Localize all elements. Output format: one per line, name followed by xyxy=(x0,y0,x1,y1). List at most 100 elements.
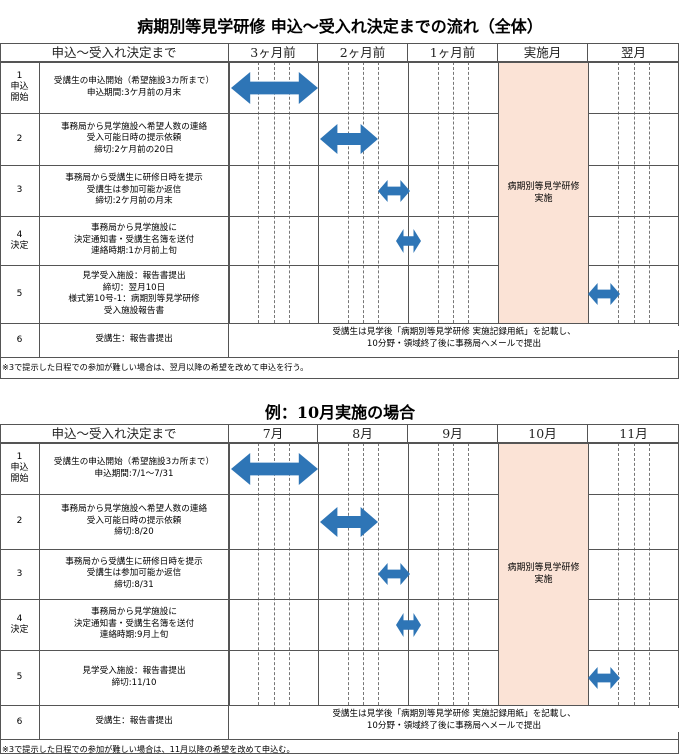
row-divider xyxy=(588,494,679,495)
row-divider xyxy=(0,705,679,706)
row-divider xyxy=(0,443,679,444)
step-number: 6 xyxy=(0,323,40,357)
row-divider xyxy=(0,216,499,217)
double-arrow-icon xyxy=(231,452,318,485)
header-month: 10月 xyxy=(498,424,588,443)
row-divider xyxy=(0,549,499,550)
row-divider xyxy=(0,323,679,324)
row-divider xyxy=(0,494,499,495)
week-divider xyxy=(634,62,635,323)
week-divider xyxy=(468,62,469,323)
header-flow-label: 申込～受入れ決定まで xyxy=(0,43,229,62)
week-divider xyxy=(468,443,469,705)
double-arrow-icon xyxy=(320,124,378,154)
double-arrow-icon xyxy=(396,612,421,637)
header-month: 1ヶ月前 xyxy=(408,43,498,62)
footnote: ※3で提示した日程での参加が難しい場合は、翌月以降の希望を改めて申込を行う。 xyxy=(2,362,309,372)
week-divider xyxy=(438,62,439,323)
table-bottom-line xyxy=(0,739,679,740)
month-divider xyxy=(229,443,230,705)
week-divider xyxy=(289,443,290,705)
row-divider xyxy=(0,113,499,114)
step-number: 3 xyxy=(0,165,40,216)
double-arrow-icon xyxy=(378,563,410,585)
step-description: 見学受入施設：報告書提出 締切:11/10 xyxy=(40,650,229,705)
row-divider xyxy=(588,113,679,114)
week-divider xyxy=(634,443,635,705)
week-divider xyxy=(363,443,364,705)
week-divider xyxy=(649,443,650,705)
header-month: 11月 xyxy=(588,424,679,443)
table-bottom-line xyxy=(0,357,679,358)
report-submission-note: 受講生は見学後「病期別等見学研修 実施記録用紙」を記載し、 10分野・領域終了後… xyxy=(229,326,679,350)
header-month: 9月 xyxy=(408,424,498,443)
header-month: 2ヶ月前 xyxy=(318,43,408,62)
step-description: 事務局から受講生に研修日時を提示 受講生は参加可能か返信 締切:2ケ月前の月末 xyxy=(40,165,229,216)
header-flow-label: 申込～受入れ決定まで xyxy=(0,424,229,443)
row-divider xyxy=(588,599,679,600)
step-number: 6 xyxy=(0,705,40,739)
implementation-month-band: 病期別等見学研修 実施 xyxy=(498,62,589,323)
step-number: 5 xyxy=(0,650,40,705)
week-divider xyxy=(258,62,259,323)
week-divider xyxy=(289,62,290,323)
implementation-month-band: 病期別等見学研修 実施 xyxy=(498,443,589,705)
step-description: 見学受入施設：報告書提出 締切：翌月10日 様式第10号-1：病期別等見学研修 … xyxy=(40,265,229,323)
header-month: 7月 xyxy=(229,424,318,443)
double-arrow-icon xyxy=(588,666,620,689)
step-number: 4 決定 xyxy=(0,216,40,265)
double-arrow-icon xyxy=(378,179,410,202)
report-submission-note: 受講生は見学後「病期別等見学研修 実施記録用紙」を記載し、 10分野・領域終了後… xyxy=(229,708,679,732)
step-number: 2 xyxy=(0,113,40,165)
step-description: 事務局から受講生に研修日時を提示 受講生は参加可能か返信 締切:8/31 xyxy=(40,549,229,599)
week-divider xyxy=(453,62,454,323)
header-month: 8月 xyxy=(318,424,408,443)
double-arrow-icon xyxy=(320,506,378,537)
row-divider xyxy=(588,549,679,550)
week-divider xyxy=(378,62,379,323)
step-number: 5 xyxy=(0,265,40,323)
week-divider xyxy=(274,62,275,323)
example-title: 例：10月実施の場合 xyxy=(264,403,416,422)
implementation-label: 病期別等見学研修 実施 xyxy=(507,563,580,585)
week-divider xyxy=(258,443,259,705)
double-arrow-icon xyxy=(231,71,318,104)
row-divider xyxy=(0,650,499,651)
month-divider xyxy=(588,62,589,323)
week-divider xyxy=(438,443,439,705)
month-divider xyxy=(498,443,499,705)
row-divider xyxy=(588,165,679,166)
step-number: 4 決定 xyxy=(0,599,40,650)
step-description: 受講生の申込開始（希望施設3カ所まで） 申込期間:7/1～7/31 xyxy=(40,443,229,494)
table-frame xyxy=(0,43,679,379)
step-description: 事務局から見学施設に 決定通知書・受講生名簿を送付 連絡時期:1か月前上旬 xyxy=(40,216,229,265)
step-description: 受講生の申込開始（希望施設3カ所まで） 申込期間:3ケ月前の月末 xyxy=(40,62,229,113)
month-divider xyxy=(318,443,319,705)
overall-flow-title: 病期別等見学研修 申込～受入れ決定までの流れ（全体） xyxy=(137,17,543,36)
header-month: 翌月 xyxy=(588,43,679,62)
implementation-label: 病期別等見学研修 実施 xyxy=(507,181,580,204)
week-divider xyxy=(453,443,454,705)
row-divider xyxy=(0,165,499,166)
step-description: 事務局から見学施設へ希望人数の連絡 受入可能日時の提示依頼 締切:2ケ月前の20… xyxy=(40,113,229,165)
row-divider xyxy=(0,62,679,63)
week-divider xyxy=(649,62,650,323)
month-divider xyxy=(318,62,319,323)
month-divider xyxy=(588,443,589,705)
step-number: 2 xyxy=(0,494,40,549)
step-description: 事務局から見学施設に 決定通知書・受講生名簿を送付 連絡時期:9月上旬 xyxy=(40,599,229,650)
month-divider xyxy=(229,62,230,323)
row-divider xyxy=(588,216,679,217)
week-divider xyxy=(363,62,364,323)
double-arrow-icon xyxy=(396,228,421,253)
week-divider xyxy=(618,62,619,323)
header-month: 3ヶ月前 xyxy=(229,43,318,62)
footnote: ※3で提示した日程での参加が難しい場合は、11月以降の希望を改めて申込む。 xyxy=(2,744,295,754)
week-divider xyxy=(274,443,275,705)
week-divider xyxy=(348,443,349,705)
step-number: 3 xyxy=(0,549,40,599)
step-number: 1 申込 開始 xyxy=(0,443,40,494)
week-divider xyxy=(348,62,349,323)
